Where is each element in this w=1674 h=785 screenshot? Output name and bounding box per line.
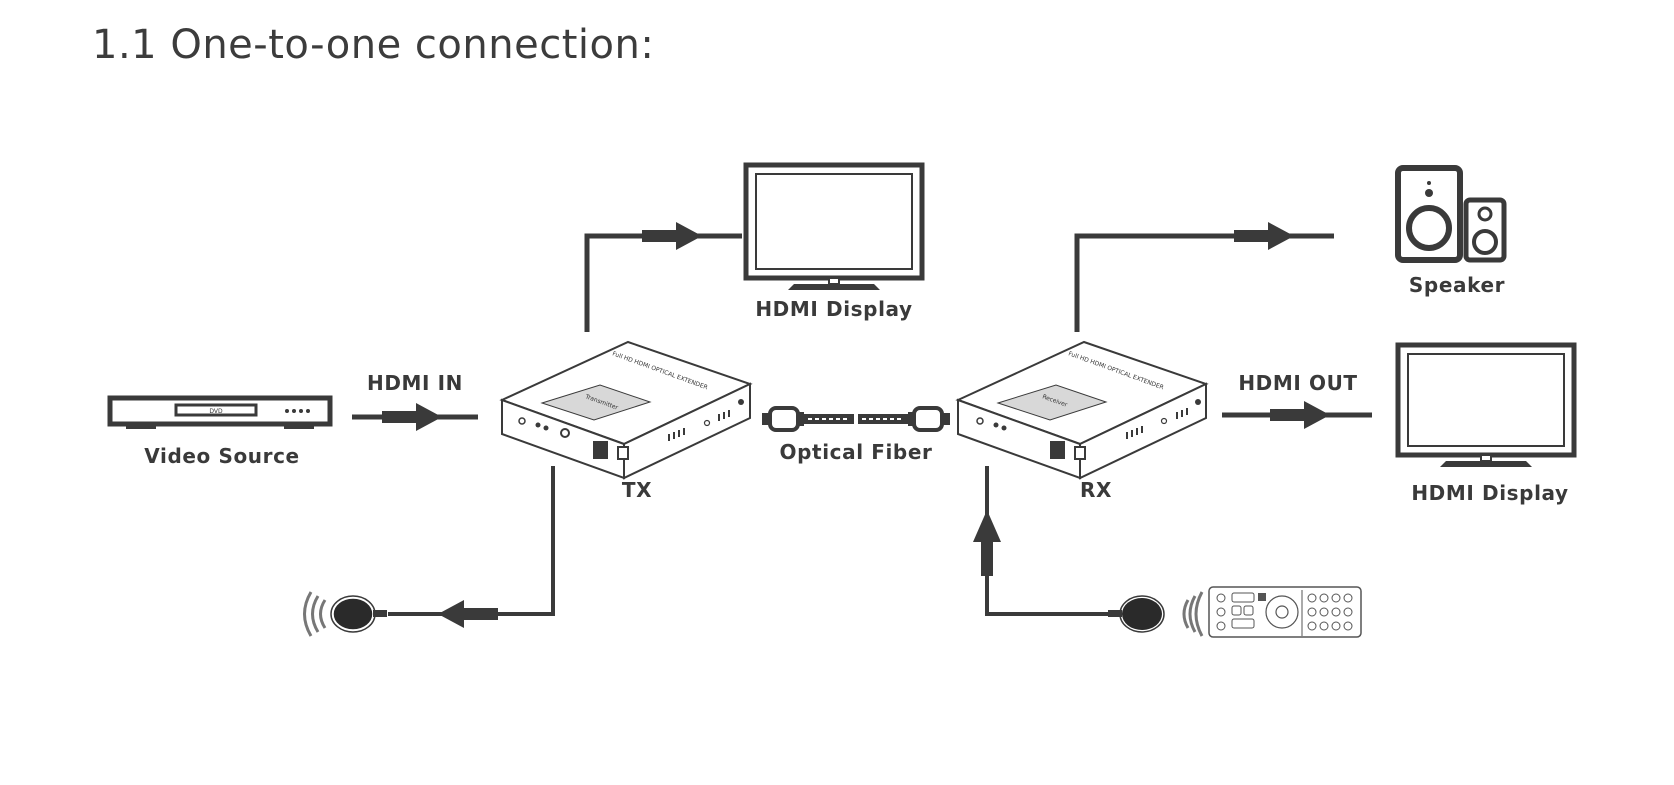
dvd-badge: DVD <box>209 408 223 415</box>
hdmi-out-cable <box>1222 401 1372 429</box>
ir-tx-cable <box>388 466 555 628</box>
receiver-unit: Full HD HDMI OPTICAL EXTENDER Receiver <box>955 340 1209 480</box>
ir-receiver-icon <box>1108 591 1204 637</box>
dvd-player-icon: DVD <box>107 395 333 429</box>
hdmi-out-label: HDMI OUT <box>1238 371 1357 395</box>
transmitter-unit: Full HD HDMI OPTICAL EXTENDER Transmitte… <box>499 340 753 480</box>
optical-fiber-cable <box>762 406 950 432</box>
audio-out-cable <box>1074 222 1334 332</box>
hdmi-in-cable <box>352 403 478 431</box>
remote-display-label: HDMI Display <box>1411 481 1568 505</box>
remote-control-icon <box>1208 586 1362 638</box>
local-display-label: HDMI Display <box>755 297 912 321</box>
speaker-icon <box>1395 165 1507 263</box>
tv-monitor-icon <box>743 162 925 290</box>
tx-label: TX <box>622 478 652 502</box>
ir-emitter-icon <box>303 591 387 637</box>
tv-monitor-icon <box>1395 342 1577 467</box>
section-title: 1.1 One-to-one connection: <box>92 22 655 68</box>
speaker-label: Speaker <box>1409 273 1505 297</box>
optical-fiber-label: Optical Fiber <box>780 440 933 464</box>
ir-rx-cable <box>973 466 1108 616</box>
tx-hdmi-loop-cable <box>584 222 742 332</box>
rx-label: RX <box>1080 478 1112 502</box>
hdmi-in-label: HDMI IN <box>367 371 463 395</box>
video-source-label: Video Source <box>144 444 299 468</box>
